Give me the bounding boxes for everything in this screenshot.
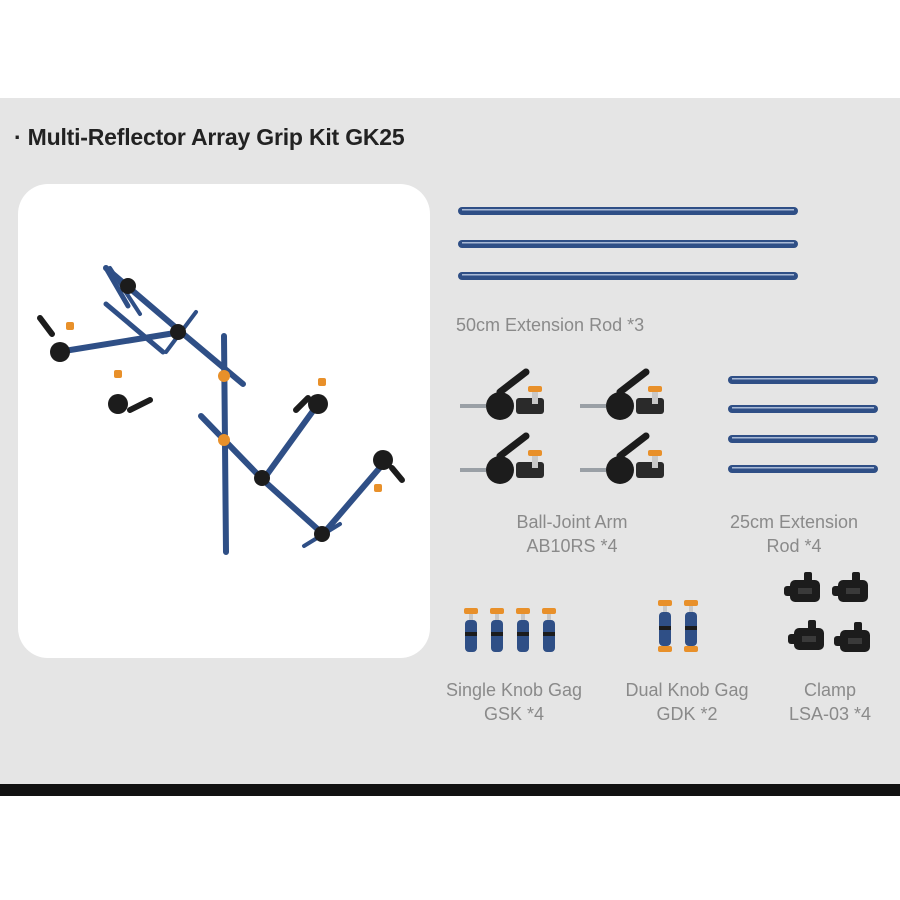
label-dual-knob-gag: Dual Knob Gag GDK *2 <box>625 680 749 724</box>
dual-knob-gag-illustration <box>658 600 698 652</box>
bottom-bar <box>0 784 900 796</box>
label-extension-rod-50cm: 50cm Extension Rod *3 <box>456 315 645 335</box>
label-clamp: Clamp LSA-03 *4 <box>788 680 872 724</box>
single-knob-gag-illustration <box>464 608 556 652</box>
assembled-kit-illustration <box>37 265 405 555</box>
label-single-knob-gag: Single Knob Gag GSK *4 <box>445 680 583 724</box>
label-ball-joint-arm: Ball-Joint Arm AB10RS *4 <box>516 512 628 556</box>
label-extension-rod-25cm: 25cm Extension Rod *4 <box>729 512 859 556</box>
extension-rod-50cm-illustration <box>458 207 798 280</box>
assembled-kit-card <box>18 184 430 658</box>
extension-rod-25cm-illustration <box>728 376 878 473</box>
clamp-illustration <box>784 572 870 652</box>
page-title: · Multi-Reflector Array Grip Kit GK25 <box>14 124 405 150</box>
ball-joint-arm-illustration <box>456 368 686 492</box>
